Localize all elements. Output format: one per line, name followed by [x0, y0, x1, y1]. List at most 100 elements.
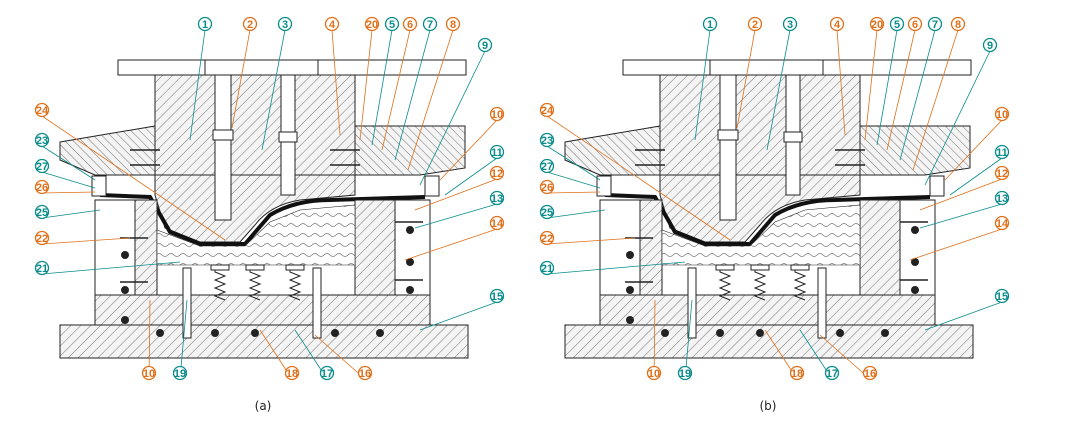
callout-number: 10 [491, 109, 503, 121]
leader-line [924, 301, 1003, 331]
callout-number: 24 [36, 105, 49, 117]
hole [881, 329, 889, 337]
callout-circle [702, 16, 718, 32]
callout-circle [384, 16, 400, 32]
callout-number: 12 [491, 168, 503, 180]
callout-number: 17 [321, 368, 333, 380]
leader-line [766, 29, 791, 151]
lower-base-plate [564, 324, 974, 359]
ejector-rod [312, 267, 322, 339]
callout-circle [829, 16, 845, 32]
leader-line [876, 29, 898, 146]
right-clamp-block [354, 125, 466, 176]
hole [156, 329, 164, 337]
spring-cap [790, 264, 810, 271]
callout-number: 21 [541, 263, 553, 275]
callout-circle [34, 260, 50, 276]
callout-circle [950, 16, 966, 32]
leader-line [231, 29, 251, 129]
right-clamp-block [859, 125, 971, 176]
callout-circle [994, 144, 1010, 160]
callout-circle [539, 260, 555, 276]
callout-circle [242, 16, 258, 32]
callout-circle [539, 158, 555, 174]
leader-line [407, 29, 454, 171]
callout-circle [402, 16, 418, 32]
left-clamp-block [59, 125, 156, 176]
callout-number: 27 [36, 161, 48, 173]
hole [211, 329, 219, 337]
leader-line [912, 29, 959, 171]
spring [248, 268, 262, 301]
clamp [91, 175, 107, 197]
hole [331, 329, 339, 337]
leader-line [148, 299, 151, 380]
callout-number: 27 [541, 161, 553, 173]
callout-number: 8 [450, 19, 456, 31]
leader-line [41, 237, 131, 245]
callout-number: 23 [36, 135, 48, 147]
hole [406, 286, 414, 294]
callout-circle [445, 16, 461, 32]
callout-number: 15 [491, 291, 503, 303]
callout-circle [489, 190, 505, 206]
leader-line [331, 29, 341, 136]
top-plate [622, 59, 972, 76]
callout-number: 10 [143, 368, 155, 380]
spring [753, 268, 767, 301]
callout-circle [869, 16, 885, 32]
leader-line [819, 334, 871, 380]
sheet-workpiece [604, 193, 931, 246]
callout-circle [539, 230, 555, 246]
spring [288, 268, 302, 301]
callout-circle [422, 16, 438, 32]
callout-number: 16 [864, 368, 876, 380]
callout-circle [284, 365, 300, 381]
callout-circle [34, 230, 50, 246]
spring [718, 268, 732, 301]
callout-circle [927, 16, 943, 32]
leader-line [179, 299, 188, 380]
callout-circle [889, 16, 905, 32]
hole [626, 286, 634, 294]
callout-number: 9 [987, 40, 993, 52]
callout-number: 13 [996, 193, 1008, 205]
pin-head [212, 129, 234, 141]
callout-number: 13 [491, 193, 503, 205]
leader-line [189, 29, 206, 141]
right-insert [859, 199, 901, 296]
leader-line [381, 29, 411, 151]
callout-circle [141, 365, 157, 381]
callout-circle [539, 179, 555, 195]
callout-circle [489, 165, 505, 181]
callout-number: 5 [389, 19, 395, 31]
callout-circle [34, 179, 50, 195]
clamp [424, 175, 440, 197]
callout-circle [907, 16, 923, 32]
callout-number: 11 [996, 147, 1008, 159]
callout-number: 2 [247, 19, 253, 31]
ejector-rod [817, 267, 827, 339]
pin-head [783, 131, 803, 143]
callout-circle [197, 16, 213, 32]
callout-circle [539, 102, 555, 118]
callout-number: 25 [541, 207, 553, 219]
callout-number: 19 [174, 368, 186, 380]
callout-number: 5 [894, 19, 900, 31]
callout-circle [489, 288, 505, 304]
callout-circle [994, 215, 1010, 231]
leader-line [653, 299, 656, 380]
callout-circle [477, 37, 493, 53]
leader-line [919, 178, 1003, 211]
callout-number: 8 [955, 19, 961, 31]
view-caption: (a) [255, 399, 272, 413]
callout-number: 10 [996, 109, 1008, 121]
right-insert [354, 199, 396, 296]
hole [121, 286, 129, 294]
clamp [596, 175, 612, 197]
hole [406, 258, 414, 266]
leader-line [371, 29, 393, 146]
callout-circle [824, 365, 840, 381]
